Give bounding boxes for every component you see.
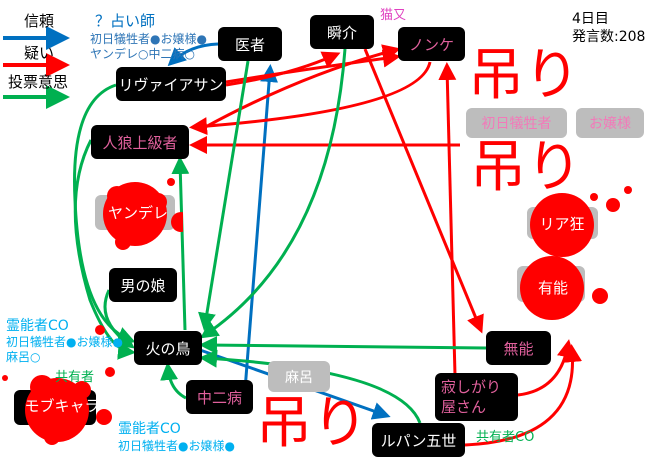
edge-vote — [103, 289, 135, 349]
node-ojousama-dead[interactable]: お嬢様 — [576, 108, 644, 138]
node-sabishigari[interactable]: 寂しがり屋さん — [435, 373, 518, 421]
blood-splatter-icon — [103, 178, 183, 250]
edge-vote — [199, 336, 487, 355]
sharer-co-label: 共有者CO — [476, 430, 535, 445]
node-yuunou-killed[interactable]: 有能 — [514, 252, 592, 322]
edge-doubt — [189, 61, 432, 136]
node-first-victim-dead[interactable]: 初日犠牲者 — [466, 108, 567, 138]
node-yandere-killed[interactable]: ヤンデレ — [93, 172, 183, 252]
legend-trust-label: 信頼 — [24, 12, 55, 30]
node-nonke[interactable]: ノンケ — [398, 27, 465, 61]
edge-vote — [200, 48, 347, 339]
riakyou-label: リア狂 — [539, 214, 585, 233]
node-riakyou-killed[interactable]: リア狂 — [522, 187, 602, 259]
node-leviathan[interactable]: リヴァイアサン — [116, 67, 226, 101]
seer-result-2: ヤンデレ○中二病○ — [90, 47, 195, 61]
edge-vote — [171, 156, 190, 331]
node-chuunibyou[interactable]: 中二病 — [186, 380, 253, 414]
node-werewolf-expert[interactable]: 人狼上級者 — [91, 125, 189, 159]
node-lupin[interactable]: ルパン五世 — [372, 423, 465, 457]
edge-doubt — [464, 344, 583, 447]
legend-vote-label: 投票意思 — [8, 73, 69, 91]
yuunou-label: 有能 — [537, 278, 568, 297]
edge-trust — [167, 42, 219, 67]
edge-vote — [199, 349, 422, 424]
edge-doubt — [438, 62, 457, 376]
yandere-label: ヤンデレ — [107, 203, 168, 222]
edge-vote — [160, 362, 187, 400]
nekomata-label: 猫又 — [380, 8, 407, 23]
seer-title: ？占い師 — [95, 12, 156, 30]
seer-result-1: 初日犠牲者●お嬢様● — [90, 32, 207, 46]
node-otokonoko[interactable]: 男の娘 — [109, 268, 177, 302]
node-maro-dead[interactable]: 麻呂 — [268, 361, 330, 392]
mobchara-label: モブキャラ — [24, 396, 100, 415]
hanged-mark: 吊り — [470, 135, 582, 200]
post-count: 発言数:208 — [572, 29, 646, 45]
node-doctor[interactable]: 医者 — [218, 27, 282, 61]
hanged-mark: 吊り — [468, 43, 580, 108]
hanged-mark: 吊り — [256, 391, 368, 456]
blood-splatter-icon — [25, 375, 112, 445]
blood-splatter-icon — [520, 256, 584, 320]
medium-co-title-1: 霊能者CO — [6, 318, 69, 334]
day-label: 4日目 — [572, 11, 609, 27]
node-hinotori[interactable]: 火の鳥 — [134, 331, 202, 365]
sharer-label: 共有者 — [55, 370, 95, 385]
medium-co-title-2: 霊能者CO — [118, 421, 181, 437]
medium-result-1: 初日犠牲者●お嬢様● — [6, 335, 123, 349]
edge-vote — [198, 60, 250, 331]
node-mobchara-killed[interactable]: モブキャラ — [12, 365, 112, 445]
node-munou[interactable]: 無能 — [486, 331, 551, 365]
edge-doubt — [199, 44, 401, 132]
medium-result-2: 麻呂○ — [6, 350, 41, 364]
legend-doubt-label: 疑い — [24, 44, 55, 62]
blood-splatter-icon — [530, 193, 598, 257]
edge-trust — [243, 64, 279, 391]
medium-result-3: 初日犠牲者●お嬢様● — [118, 439, 235, 453]
node-shunsuke[interactable]: 瞬介 — [310, 15, 374, 49]
edge-doubt — [363, 48, 484, 334]
